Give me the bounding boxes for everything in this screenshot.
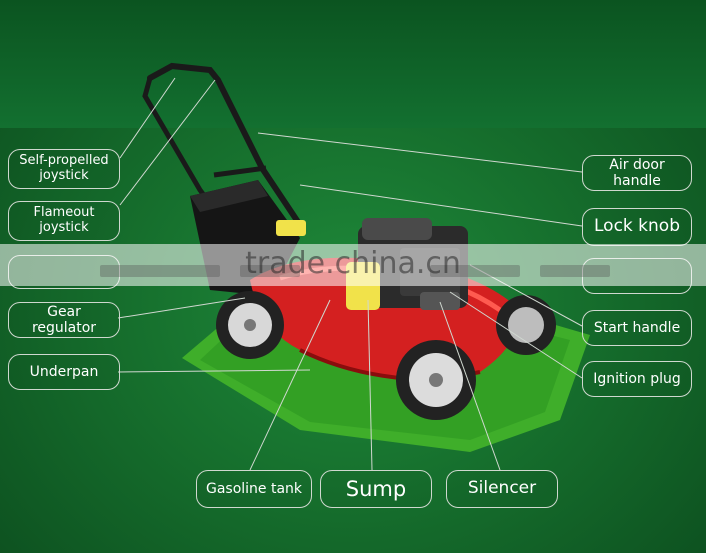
label-silencer: Silencer xyxy=(467,478,537,499)
callout-silencer: Silencer xyxy=(446,470,558,508)
callout-gear-regulator: Gear regulator xyxy=(8,302,120,338)
grass-bag-lid xyxy=(190,180,268,212)
callout-sump: Sump xyxy=(320,470,432,508)
muffler xyxy=(420,292,460,310)
engine-top xyxy=(362,218,432,240)
background-top-band xyxy=(0,0,706,128)
label-lock-knob: Lock knob xyxy=(594,216,680,237)
label-self-propelled-joystick: Self-propelled joystick xyxy=(19,153,109,183)
mower-handle xyxy=(147,62,303,228)
label-underpan: Underpan xyxy=(29,363,99,380)
callout-flameout-joystick: Flameout joystick xyxy=(8,201,120,241)
label-gear-regulator: Gear regulator xyxy=(31,303,97,336)
label-flameout-joystick: Flameout joystick xyxy=(33,205,95,235)
watermark-text: trade.china.cn xyxy=(245,246,461,281)
mower-handle-bar xyxy=(213,165,267,178)
callout-ignition-plug: Ignition plug xyxy=(582,361,692,397)
callout-gasoline-tank: Gasoline tank xyxy=(196,470,312,508)
label-air-door-handle: Air door handle xyxy=(609,156,665,189)
label-sump: Sump xyxy=(345,476,407,501)
label-start-handle: Start handle xyxy=(593,319,681,336)
label-gasoline-tank: Gasoline tank xyxy=(205,480,303,497)
yellow-cap xyxy=(276,220,306,236)
label-ignition-plug: Ignition plug xyxy=(593,370,681,387)
callout-lock-knob: Lock knob xyxy=(582,208,692,246)
watermark-band xyxy=(0,244,706,286)
rear-left-wheel xyxy=(216,291,284,359)
callout-self-propelled-joystick: Self-propelled joystick xyxy=(8,149,120,189)
front-left-wheel xyxy=(396,340,476,420)
front-right-wheel xyxy=(496,295,556,355)
watermark-blur-text xyxy=(100,265,620,279)
callout-air-door-handle: Air door handle xyxy=(582,155,692,191)
callout-start-handle: Start handle xyxy=(582,310,692,346)
callout-underpan: Underpan xyxy=(8,354,120,390)
